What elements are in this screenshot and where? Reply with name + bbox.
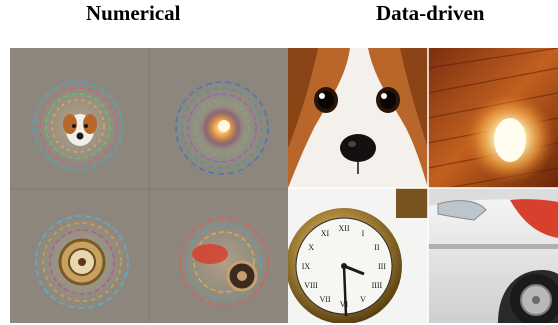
data-driven-heading: Data-driven — [376, 1, 485, 25]
synthesized-clock-cell — [28, 208, 136, 316]
numerical-grid-svg — [10, 48, 288, 323]
numerical-heading: Numerical — [86, 1, 181, 25]
psychedelic-swirl-pattern — [175, 81, 269, 175]
synthesized-lamp-cell — [168, 74, 276, 182]
synthesized-car-cell — [170, 208, 278, 316]
clock-numeral: IIII — [372, 281, 383, 290]
lamp-photo — [427, 48, 558, 189]
clock-numeral: VII — [319, 295, 330, 304]
numerical-image-grid — [10, 48, 288, 323]
car-photo — [428, 188, 558, 323]
clock-numeral: III — [378, 262, 386, 271]
clock-numeral: XII — [338, 224, 349, 233]
psychedelic-swirl-pattern — [179, 217, 269, 307]
synthesized-dog-cell — [26, 74, 130, 178]
clock-numeral: VIII — [304, 281, 318, 290]
clock-numeral: X — [308, 243, 314, 252]
clock-numeral: XI — [321, 229, 330, 238]
psychedelic-swirl-pattern — [33, 81, 123, 171]
clock-numeral: V — [360, 295, 366, 304]
clock-numeral: II — [374, 243, 380, 252]
clock-minute-hand — [342, 265, 348, 317]
dog-photo — [288, 48, 428, 188]
clock-numeral: VI — [340, 300, 349, 309]
clock-numeral: I — [362, 229, 365, 238]
psychedelic-swirl-pattern — [35, 215, 129, 309]
clock-numeral: IX — [302, 262, 311, 271]
clock-hour-hand — [343, 264, 365, 276]
